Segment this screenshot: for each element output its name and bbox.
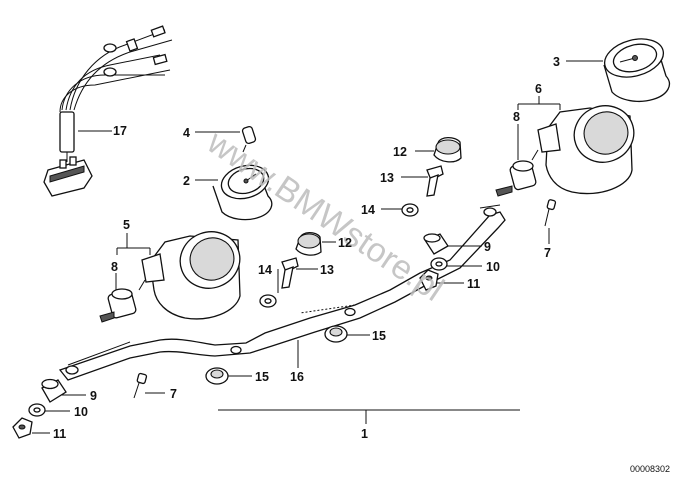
callout-1: 1 <box>361 427 368 441</box>
callout-8-right: 8 <box>513 110 520 124</box>
washer-10-left <box>28 403 46 417</box>
callout-13-lower: 13 <box>320 263 334 277</box>
stud-upper <box>426 165 444 197</box>
callout-5: 5 <box>123 218 130 232</box>
callout-15-right: 15 <box>372 329 386 343</box>
large-gauge <box>603 38 671 103</box>
callout-13-upper: 13 <box>380 171 394 185</box>
callout-6: 6 <box>535 82 542 96</box>
callout-10-right: 10 <box>486 260 500 274</box>
callout-8-left: 8 <box>111 260 118 274</box>
mounting-bracket <box>58 204 506 381</box>
small-gauge <box>212 164 273 221</box>
callout-17: 17 <box>113 124 127 138</box>
callout-4: 4 <box>183 126 190 140</box>
screw-right <box>544 199 557 227</box>
left-gauge-housing <box>138 231 241 320</box>
grommet-left <box>205 367 229 385</box>
washer-10-right <box>430 257 448 271</box>
leader-lines <box>32 60 603 434</box>
callout-15-left: 15 <box>255 370 269 384</box>
spacer-left <box>41 378 67 403</box>
callout-12-lower: 12 <box>338 236 352 250</box>
stud-lower <box>281 257 299 289</box>
washer-upper <box>401 203 419 217</box>
grommet-right <box>324 325 348 343</box>
callout-11-left: 11 <box>53 427 66 441</box>
left-rubber-mount <box>99 288 137 323</box>
wiring-harness <box>43 25 173 197</box>
callout-2: 2 <box>183 174 190 188</box>
callout-7-left: 7 <box>170 387 177 401</box>
callout-9-left: 9 <box>90 389 97 403</box>
callout-14-lower: 14 <box>258 263 272 277</box>
cap-upper <box>433 136 462 163</box>
callout-11-right: 11 <box>467 277 480 291</box>
callout-14-upper: 14 <box>361 203 375 217</box>
nut-left <box>12 417 33 439</box>
callout-16: 16 <box>290 370 304 384</box>
nut-right <box>419 269 439 291</box>
callout-7-right: 7 <box>544 246 551 260</box>
callout-12-upper: 12 <box>393 145 407 159</box>
spacer-right <box>423 233 449 255</box>
screw-left <box>133 372 148 399</box>
callout-3: 3 <box>553 55 560 69</box>
callout-9-right: 9 <box>484 240 491 254</box>
reference-number: 00008302 <box>630 464 670 474</box>
right-gauge-housing <box>531 105 635 195</box>
bulb <box>241 125 257 153</box>
callout-10-left: 10 <box>74 405 88 419</box>
cap-lower <box>295 231 322 256</box>
washer-lower <box>259 294 277 308</box>
right-rubber-mount <box>495 160 537 197</box>
